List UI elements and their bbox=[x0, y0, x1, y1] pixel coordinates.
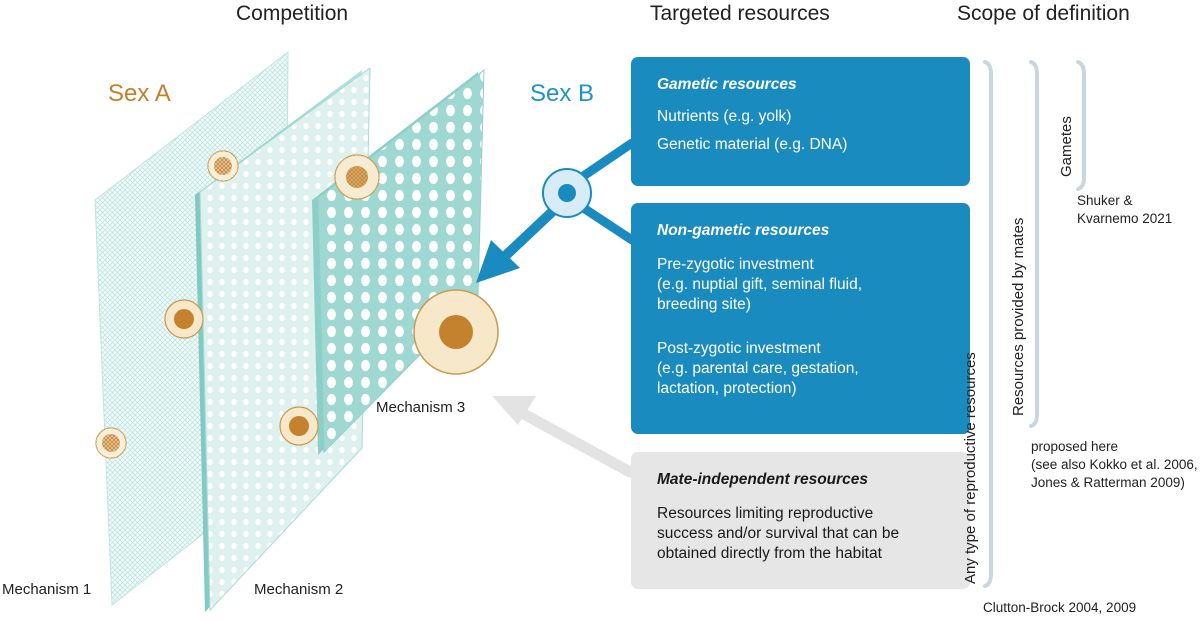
scope-label-provided-by-mates: Resources provided by mates bbox=[1010, 217, 1027, 416]
scope-label-any-type: Any type of reproductive resources bbox=[962, 352, 979, 584]
mate-independent-resources-box: Mate-independent resources Resources lim… bbox=[631, 452, 970, 589]
mechanism-1-label: Mechanism 1 bbox=[2, 581, 92, 598]
reference-line: Kvarnemo 2021 bbox=[1077, 211, 1173, 226]
resource-disc bbox=[207, 150, 239, 182]
non-gametic-resources-title: Non-gametic resources bbox=[657, 222, 830, 239]
mate-independent-line: obtained directly from the habitat bbox=[657, 545, 882, 562]
reference-line: Shuker & bbox=[1077, 193, 1133, 208]
sex-b-node bbox=[542, 168, 592, 218]
mechanism-3-label: Mechanism 3 bbox=[376, 399, 466, 416]
pre-zygotic-line: breeding site) bbox=[657, 296, 751, 313]
header-targeted-resources: Targeted resources bbox=[650, 2, 830, 25]
gametic-resources-box: Gametic resources Nutrients (e.g. yolk) … bbox=[631, 57, 970, 186]
sex-b-label: Sex B bbox=[530, 80, 595, 107]
sex-b-arrows bbox=[476, 138, 637, 283]
reference-line: proposed here bbox=[1031, 439, 1119, 454]
resource-disc bbox=[279, 406, 319, 446]
pre-zygotic-line: (e.g. nuptial gift, seminal fluid, bbox=[657, 276, 863, 293]
post-zygotic-line: (e.g. parental care, gestation, bbox=[657, 360, 859, 377]
reference-line: Jones & Ratterman 2009) bbox=[1031, 475, 1185, 490]
header-competition: Competition bbox=[236, 2, 349, 25]
mate-independent-line: success and/or survival that can be bbox=[657, 525, 900, 542]
pre-zygotic-line: Pre-zygotic investment bbox=[657, 256, 814, 273]
resource-disc-large bbox=[413, 289, 499, 375]
post-zygotic-line: lactation, protection) bbox=[657, 380, 797, 397]
mate-independent-arrow bbox=[492, 396, 636, 478]
header-scope-of-definition: Scope of definition bbox=[957, 2, 1130, 25]
gametic-resources-title: Gametic resources bbox=[657, 76, 797, 93]
mechanism-2-label: Mechanism 2 bbox=[254, 581, 344, 598]
mate-independent-title: Mate-independent resources bbox=[657, 471, 869, 488]
scope-bracket-gametes bbox=[1076, 60, 1086, 191]
reference-clutton-brock: Clutton-Brock 2004, 2009 bbox=[983, 600, 1137, 615]
resource-disc bbox=[95, 427, 127, 459]
resource-disc bbox=[164, 299, 204, 339]
resource-disc bbox=[334, 154, 380, 200]
sex-a-label: Sex A bbox=[108, 80, 171, 107]
reference-proposed-here: proposed here (see also Kokko et al. 200… bbox=[1031, 438, 1198, 492]
post-zygotic-line: Post-zygotic investment bbox=[657, 340, 821, 357]
mate-independent-line: Resources limiting reproductive bbox=[657, 505, 874, 522]
reference-line: (see also Kokko et al. 2006, bbox=[1031, 457, 1198, 472]
gametic-item: Genetic material (e.g. DNA) bbox=[657, 136, 848, 153]
reference-shuker: Shuker & Kvarnemo 2021 bbox=[1077, 192, 1172, 228]
non-gametic-resources-box: Non-gametic resources Pre-zygotic invest… bbox=[631, 203, 970, 434]
scope-bracket-mates bbox=[1029, 60, 1039, 428]
scope-bracket-any bbox=[983, 60, 993, 588]
gametic-item: Nutrients (e.g. yolk) bbox=[657, 108, 792, 125]
scope-label-gametes: Gametes bbox=[1058, 116, 1075, 177]
